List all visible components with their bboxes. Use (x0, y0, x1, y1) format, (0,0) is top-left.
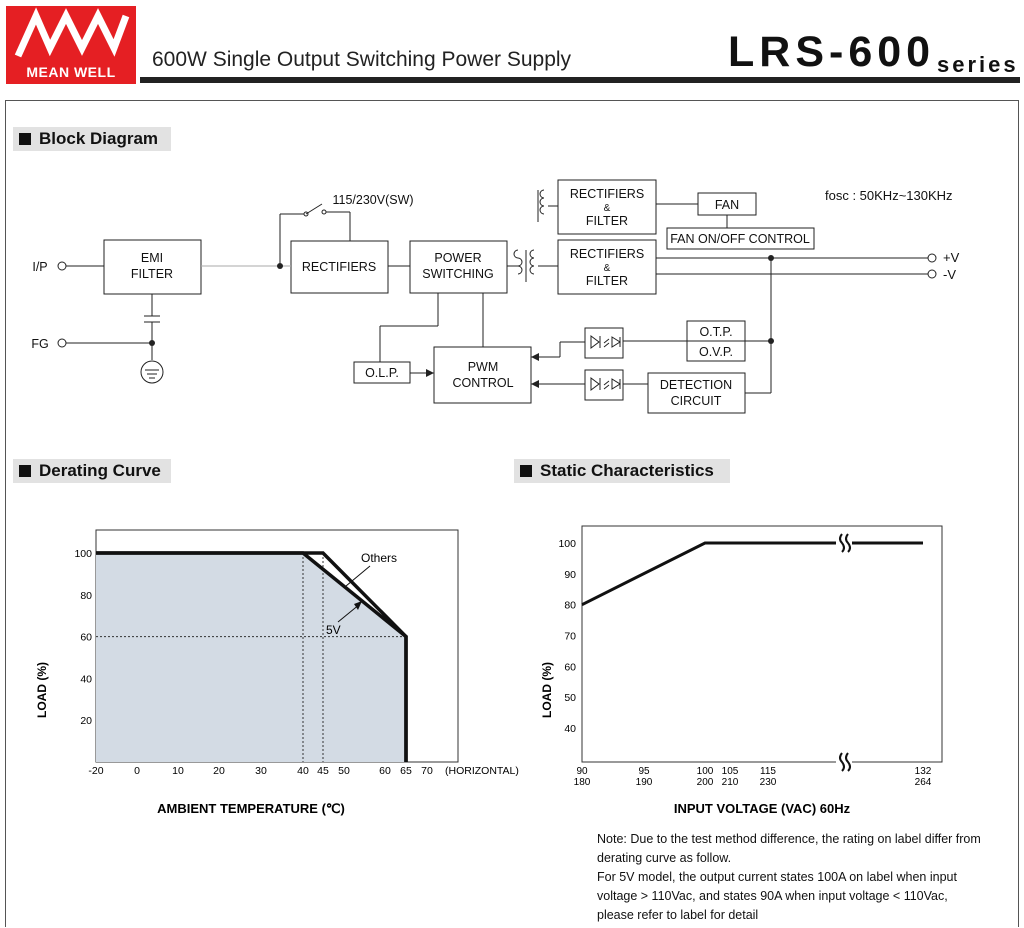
plus-v-label: +V (943, 250, 960, 265)
model-name: LRS-600 (728, 28, 936, 76)
svg-text:O.V.P.: O.V.P. (699, 345, 733, 359)
fosc-label: fosc : 50KHz~130KHz (825, 188, 953, 203)
svg-text:FAN ON/OFF CONTROL: FAN ON/OFF CONTROL (670, 232, 810, 246)
ip-label: I/P (32, 260, 47, 274)
static-characteristics-heading: Static Characteristics (514, 459, 730, 483)
rect-filter-main-box (557, 239, 657, 295)
note-line: derating curve as follow. (597, 851, 732, 865)
svg-text:O.L.P.: O.L.P. (365, 366, 399, 380)
note-line: voltage > 110Vac, and states 90A when in… (597, 889, 948, 903)
svg-text:RECTIFIERS: RECTIFIERS (302, 260, 376, 274)
block-diagram-heading: Block Diagram (13, 127, 171, 151)
svg-text:SWITCHING: SWITCHING (422, 267, 494, 281)
fan-control-box (666, 227, 815, 250)
content-frame (5, 100, 1019, 927)
rectifiers-box (290, 240, 389, 294)
power-switching-box (409, 240, 508, 294)
svg-text:&: & (604, 203, 611, 214)
svg-text:RECTIFIERS: RECTIFIERS (570, 247, 644, 261)
mean-well-logo: MEAN WELL (6, 6, 136, 84)
note-line: For 5V model, the output current states … (597, 870, 957, 884)
header-rule (140, 77, 1020, 83)
minus-v-label: -V (943, 267, 956, 282)
series-label: series (937, 52, 1019, 77)
svg-text:FAN: FAN (715, 198, 739, 212)
derating-curve-heading: Derating Curve (13, 459, 171, 483)
fg-label: FG (31, 337, 48, 351)
svg-text:POWER: POWER (434, 251, 481, 265)
brand-name: MEAN WELL (26, 64, 116, 80)
svg-text:O.T.P.: O.T.P. (699, 325, 732, 339)
switch-voltage-label: 115/230V(SW) (332, 193, 413, 207)
note-text: Note: Due to the test method difference,… (597, 830, 997, 925)
svg-text:&: & (604, 263, 611, 274)
svg-text:FILTER: FILTER (586, 214, 628, 228)
svg-text:FILTER: FILTER (131, 267, 173, 281)
svg-text:DETECTION: DETECTION (660, 378, 732, 392)
svg-text:CONTROL: CONTROL (452, 376, 513, 390)
optocoupler-top (584, 327, 624, 359)
note-line: Note: Due to the test method difference,… (597, 832, 981, 846)
note-line: please refer to label for detail (597, 908, 759, 922)
rect-filter-top-box (557, 179, 657, 235)
block-diagram: I/P FG EMI FILTER 115/230V(SW) RECTIFIER… (31, 179, 960, 414)
pwm-control-box (433, 346, 532, 404)
svg-text:PWM: PWM (468, 360, 499, 374)
svg-text:RECTIFIERS: RECTIFIERS (570, 187, 644, 201)
svg-text:CIRCUIT: CIRCUIT (671, 394, 722, 408)
optocoupler-bottom (584, 369, 624, 401)
svg-text:FILTER: FILTER (586, 274, 628, 288)
svg-text:EMI: EMI (141, 251, 163, 265)
document-subtitle: 600W Single Output Switching Power Suppl… (152, 48, 572, 71)
mw-logo-mark (14, 7, 130, 58)
